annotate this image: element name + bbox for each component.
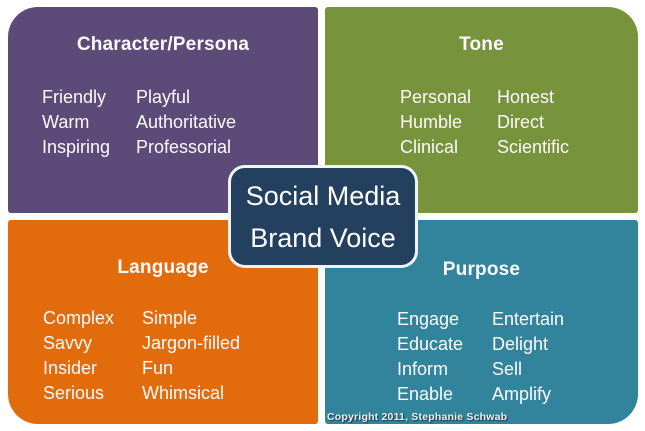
trait-word: Savvy	[43, 333, 93, 353]
word-columns-character-persona: Friendly Warm Inspiring Playful Authorit…	[42, 85, 236, 160]
word-column-1: Complex Savvy Insider Serious	[43, 306, 142, 406]
trait-word: Inform	[397, 359, 449, 379]
copyright-text: Copyright 2011, Stephanie Schwab	[327, 411, 508, 423]
trait-word: Insider	[43, 358, 98, 378]
trait-word: Playful	[136, 87, 191, 107]
trait-word: Friendly	[42, 87, 107, 107]
trait-word: Whimsical	[142, 383, 225, 403]
word-column-2: Entertain Delight Sell Amplify	[492, 307, 564, 407]
trait-word: Inspiring	[42, 137, 111, 157]
trait-word: Fun	[142, 358, 174, 378]
trait-word: Engage	[397, 309, 460, 329]
trait-word: Authoritative	[136, 112, 237, 132]
trait-word: Delight	[492, 334, 549, 354]
word-column-1: Engage Educate Inform Enable	[397, 307, 492, 407]
center-title-line1: Social Media	[245, 180, 401, 211]
word-columns-purpose: Engage Educate Inform Enable Entertain D…	[397, 307, 564, 407]
word-columns-language: Complex Savvy Insider Serious Simple Jar…	[43, 306, 240, 406]
trait-word: Direct	[497, 112, 545, 132]
trait-word: Simple	[142, 308, 198, 328]
word-column-1: Friendly Warm Inspiring	[42, 85, 136, 160]
quadrant-title-tone: Tone	[459, 34, 504, 55]
trait-word: Entertain	[492, 309, 565, 329]
quadrant-title-language: Language	[117, 257, 209, 278]
trait-word: Warm	[42, 112, 90, 132]
word-column-2: Honest Direct Scientific	[497, 85, 569, 160]
trait-word: Complex	[43, 308, 115, 328]
word-column-1: Personal Humble Clinical	[400, 85, 497, 160]
trait-word: Enable	[397, 384, 454, 404]
word-column-2: Simple Jargon-filled Fun Whimsical	[142, 306, 240, 406]
quadrant-character-persona: Character/Persona Friendly Warm Inspirin…	[8, 7, 318, 213]
trait-word: Scientific	[497, 137, 570, 157]
trait-word: Clinical	[400, 137, 459, 157]
trait-word: Serious	[43, 383, 105, 403]
trait-word: Amplify	[492, 384, 552, 404]
trait-word: Humble	[400, 112, 463, 132]
center-title-line2: Brand Voice	[250, 222, 396, 253]
quadrant-title-purpose: Purpose	[442, 259, 521, 280]
trait-word: Educate	[397, 334, 464, 354]
trait-word: Jargon-filled	[142, 333, 241, 353]
quadrant-language: Language Complex Savvy Insider Serious S…	[8, 220, 318, 424]
quadrant-title-character-persona: Character/Persona	[76, 34, 250, 55]
trait-word: Personal	[400, 87, 472, 107]
trait-word: Sell	[492, 359, 523, 379]
trait-word: Honest	[497, 87, 555, 107]
center-title-box: Social Media Brand Voice	[228, 165, 418, 268]
trait-word: Professorial	[136, 137, 232, 157]
word-columns-tone: Personal Humble Clinical Honest Direct S…	[400, 85, 569, 160]
word-column-2: Playful Authoritative Professorial	[136, 85, 236, 160]
